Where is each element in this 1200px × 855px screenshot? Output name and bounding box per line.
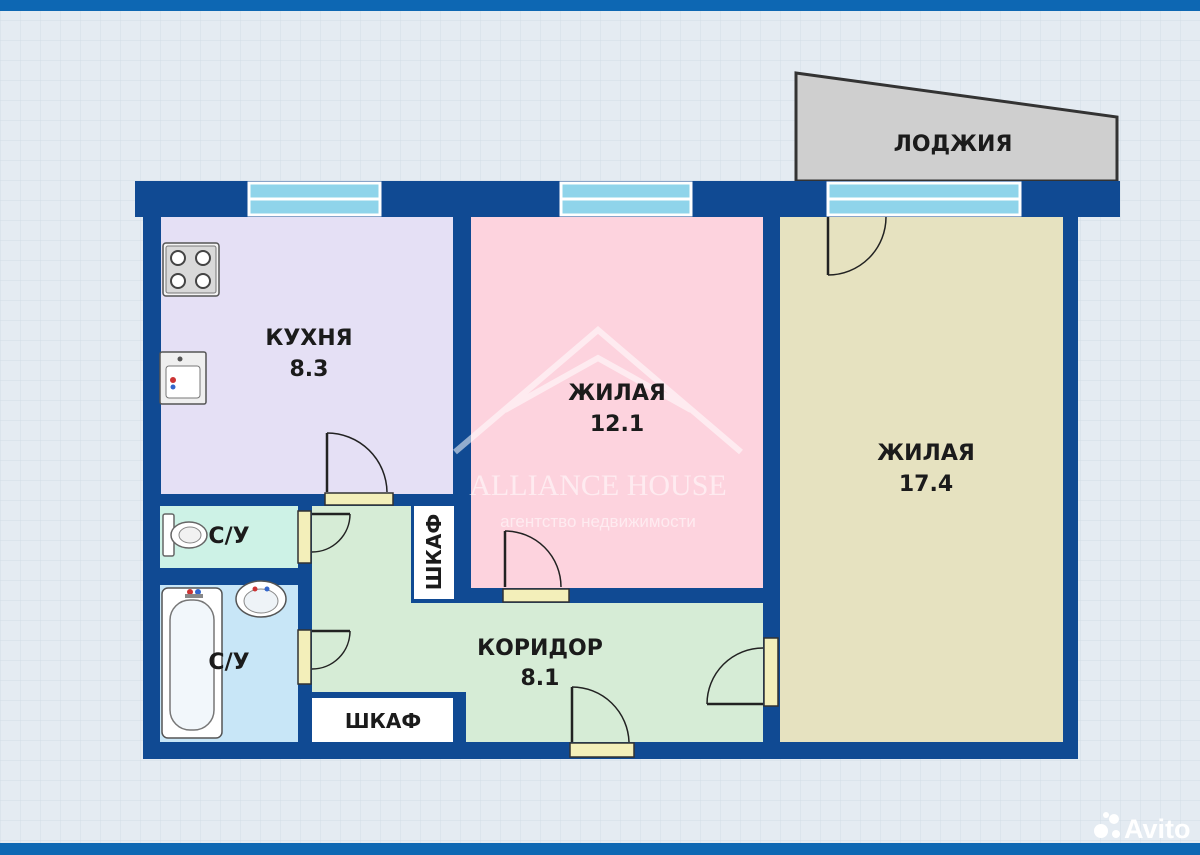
door-swing-icon	[503, 530, 562, 588]
closet-horizontal	[312, 698, 453, 742]
corridor-room	[312, 506, 763, 742]
living-large-name: ЖИЛАЯ	[877, 441, 975, 466]
living-small-area: 12.1	[590, 412, 644, 437]
watermark-tagline: агентство недвижимости	[500, 512, 696, 531]
stove-icon	[162, 242, 220, 297]
door-swing-icon	[570, 686, 630, 743]
door-frame-bathroom	[297, 629, 312, 685]
door-swing-icon	[706, 647, 764, 706]
toilet-label: С/У	[208, 524, 249, 549]
living-room-large	[780, 217, 1063, 742]
door-swing-icon	[311, 629, 351, 670]
window-kitchen	[247, 181, 382, 217]
kitchen-area: 8.3	[290, 357, 329, 382]
bathroom-label: С/У	[208, 650, 249, 675]
window-living-small	[559, 181, 693, 217]
door-frame-entrance	[569, 742, 635, 758]
window-living-large	[826, 181, 1022, 217]
washbasin-icon	[235, 580, 287, 618]
door-frame-living-large	[763, 637, 779, 707]
avito-logo-icon	[1094, 812, 1120, 838]
top-frame-bar	[0, 0, 1200, 11]
avito-text: Avito	[1124, 814, 1191, 844]
door-frame-living-small	[502, 588, 570, 603]
avito-badge: Avito	[1094, 812, 1191, 844]
bathtub-icon	[161, 587, 223, 739]
watermark-brand: ALLIANCE HOUSE	[469, 469, 726, 502]
toilet-icon	[162, 513, 208, 557]
door-frame-kitchen	[324, 492, 394, 506]
watermark: ALLIANCE HOUSE агентство недвижимости	[453, 326, 743, 531]
closet-vertical-label: ШКАФ	[422, 514, 446, 590]
house-logo-icon	[453, 326, 743, 455]
closet-horizontal-label: ШКАФ	[345, 709, 421, 733]
living-small-name: ЖИЛАЯ	[568, 381, 666, 406]
kitchen-name: КУХНЯ	[265, 326, 352, 351]
loggia-label: ЛОДЖИЯ	[894, 132, 1013, 157]
loggia: ЛОДЖИЯ	[794, 71, 1119, 183]
closet-vertical	[414, 506, 454, 599]
door-frame-toilet	[297, 510, 312, 564]
door-swing-icon	[826, 216, 887, 276]
living-large-area: 17.4	[899, 472, 953, 497]
door-swing-icon	[325, 432, 388, 493]
bottom-frame-bar	[0, 843, 1200, 855]
door-swing-icon	[311, 512, 351, 553]
corridor-area: 8.1	[521, 666, 560, 691]
corridor-name: КОРИДОР	[477, 636, 603, 661]
sink-icon	[159, 351, 207, 405]
